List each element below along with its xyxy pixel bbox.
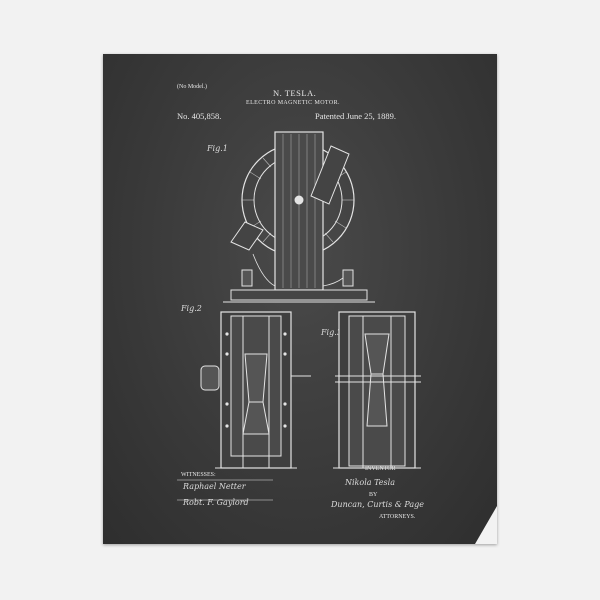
- patent-number: No. 405,858.: [177, 111, 222, 121]
- attorneys-label: ATTORNEYS.: [379, 514, 416, 520]
- fig2-label: Fig.2: [181, 304, 202, 313]
- by-label: BY: [369, 492, 378, 498]
- patent-title: ELECTRO MAGNETIC MOTOR.: [246, 100, 340, 106]
- witness-signature-1: Raphael Netter: [183, 482, 246, 491]
- witness-signature-2: Robt. F. Gaylord: [183, 498, 249, 507]
- patent-drawing: [177, 131, 421, 501]
- patent-poster: (No Model.) N. TESLA. ELECTRO MAGNETIC M…: [103, 54, 497, 544]
- witnesses-label: WITNESSES:: [181, 472, 216, 478]
- fig3-label: Fig.3: [321, 328, 342, 337]
- fig1-motor-drawing: [223, 131, 375, 303]
- inventor-label: INVENTOR: [365, 466, 396, 472]
- patent-date: Patented June 25, 1889.: [315, 111, 396, 121]
- attorneys-signature: Duncan, Curtis & Page: [331, 500, 425, 509]
- fig2-drawing: [200, 311, 311, 469]
- inventor-name-heading: N. TESLA.: [273, 88, 317, 98]
- model-note: (No Model.): [177, 84, 207, 90]
- fig3-drawing: [333, 311, 421, 469]
- inventor-signature: Nikola Tesla: [345, 478, 395, 487]
- fig1-label: Fig.1: [207, 144, 228, 153]
